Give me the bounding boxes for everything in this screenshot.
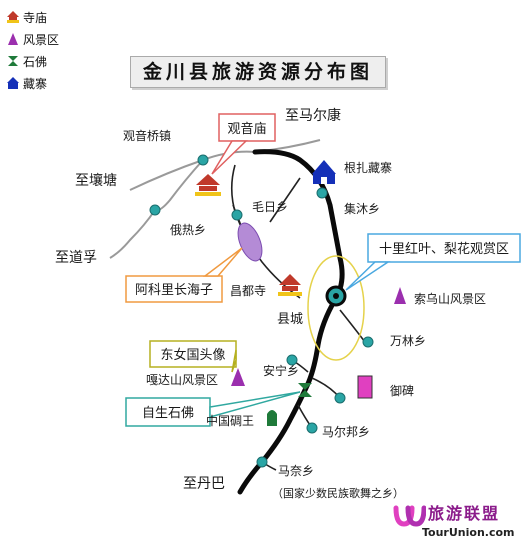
callout-dongnvguo: 东女国头像 <box>160 347 225 363</box>
town-dot-maerbang <box>306 422 318 434</box>
place-wanlinxiang: 万林乡 <box>390 334 426 348</box>
town-dot-manai <box>256 456 268 468</box>
legend-label: 寺庙 <box>23 10 48 25</box>
road-daofu <box>109 209 156 259</box>
imperial-stele-icon <box>357 375 373 399</box>
town-dot-wanlin <box>362 336 374 348</box>
callout-pointers <box>202 140 391 418</box>
direction-rangtang: 至壤塘 <box>75 172 117 189</box>
place-erresxiang: 俄热乡 <box>170 223 206 237</box>
town-dot-jimu <box>316 187 328 199</box>
town-dot-guanyinqiao <box>197 154 209 166</box>
temple-icon <box>278 274 302 296</box>
legend-item-scenic: 风景区 <box>6 28 59 50</box>
town-dot-yubei <box>334 392 346 404</box>
tibetan-village-icon <box>7 77 19 89</box>
tributary-jimu <box>269 177 301 223</box>
road-guanyinqiao-south <box>154 159 204 212</box>
brand-mark-icon <box>393 505 426 527</box>
place-genzha: 根扎藏寨 <box>344 160 392 175</box>
callout-pointer-dongnvguo <box>231 349 237 373</box>
callout-box-guanyinmiao <box>218 113 276 142</box>
tibetan-village-icon <box>312 160 336 184</box>
road-network <box>109 139 321 259</box>
place-gadashan: 嘎达山风景区 <box>146 373 218 387</box>
place-changdusi: 昌都寺 <box>230 284 266 298</box>
akeli-lake <box>237 222 263 262</box>
direction-maerkang: 至马尔康 <box>285 107 341 124</box>
place-maerbangxiang: 马尔邦乡 <box>322 424 370 439</box>
place-guanyinqiaozhen: 观音桥镇 <box>123 128 171 143</box>
brand-url: TourUnion.com <box>422 526 515 539</box>
temple-icon <box>7 11 19 23</box>
callout-pointer-shilihongye <box>345 261 391 291</box>
place-maorixiang: 毛日乡 <box>252 200 288 214</box>
temple-icon <box>195 174 221 196</box>
place-manaixiang: 马奈乡 <box>278 464 314 478</box>
map-title: 金川县旅游资源分布图 <box>130 56 386 88</box>
town-dot-maori <box>231 209 243 221</box>
callout-pointer-akelihaizi <box>202 247 243 277</box>
brand-logo: 旅游联盟 TourUnion.com <box>392 500 522 546</box>
brand-name: 旅游联盟 <box>428 504 501 523</box>
tributary-wanlin <box>339 309 366 343</box>
stone-buddha-icon <box>298 383 312 397</box>
legend-item-village: 藏寨 <box>6 72 59 94</box>
callout-pointer-zishengshifo <box>209 391 301 418</box>
scenic-area-icon <box>8 33 18 45</box>
callout-box-shilihongye <box>367 233 521 263</box>
place-anningxiang: 安宁乡 <box>263 363 299 378</box>
legend-label: 石佛 <box>23 54 48 69</box>
scenic-area-icon <box>394 287 406 304</box>
town-dot-anning <box>286 354 298 366</box>
legend-label: 藏寨 <box>23 76 48 91</box>
place-xiancheng: 县城 <box>277 312 303 327</box>
town-dots <box>149 154 374 468</box>
legend: 寺庙 风景区 石佛 藏寨 <box>6 6 59 94</box>
callout-zishengshifo: 自生石佛 <box>142 406 194 421</box>
place-zhongguodiaowang: 中国碉王 <box>206 413 254 428</box>
place-manai-note: （国家少数民族歌舞之乡） <box>272 486 404 500</box>
county-seat-center <box>333 293 339 299</box>
scenic-area-icon <box>231 368 245 386</box>
direction-daofu: 至道孚 <box>55 250 97 266</box>
legend-label: 风景区 <box>23 32 60 47</box>
callout-guanyinmiao: 观音庙 <box>227 121 266 137</box>
callout-shilihongye: 十里红叶、梨花观赏区 <box>379 241 509 257</box>
diaolou-tower-icon <box>267 410 277 426</box>
place-yubei: 御碑 <box>390 383 414 398</box>
place-jimuxiang: 集沐乡 <box>344 201 380 216</box>
legend-item-temple: 寺庙 <box>6 6 59 28</box>
callout-box-akelihaizi <box>125 275 223 303</box>
callout-pointer-guanyinmiao <box>211 140 248 175</box>
callout-akelihaizi: 阿科里长海子 <box>135 283 213 298</box>
direction-danba: 至丹巴 <box>183 476 225 492</box>
place-suowushan: 索乌山风景区 <box>414 291 486 306</box>
legend-item-buddha: 石佛 <box>6 50 59 72</box>
stone-buddha-icon <box>8 56 18 66</box>
red-leaf-region <box>307 255 365 361</box>
town-dot-erre <box>149 204 161 216</box>
